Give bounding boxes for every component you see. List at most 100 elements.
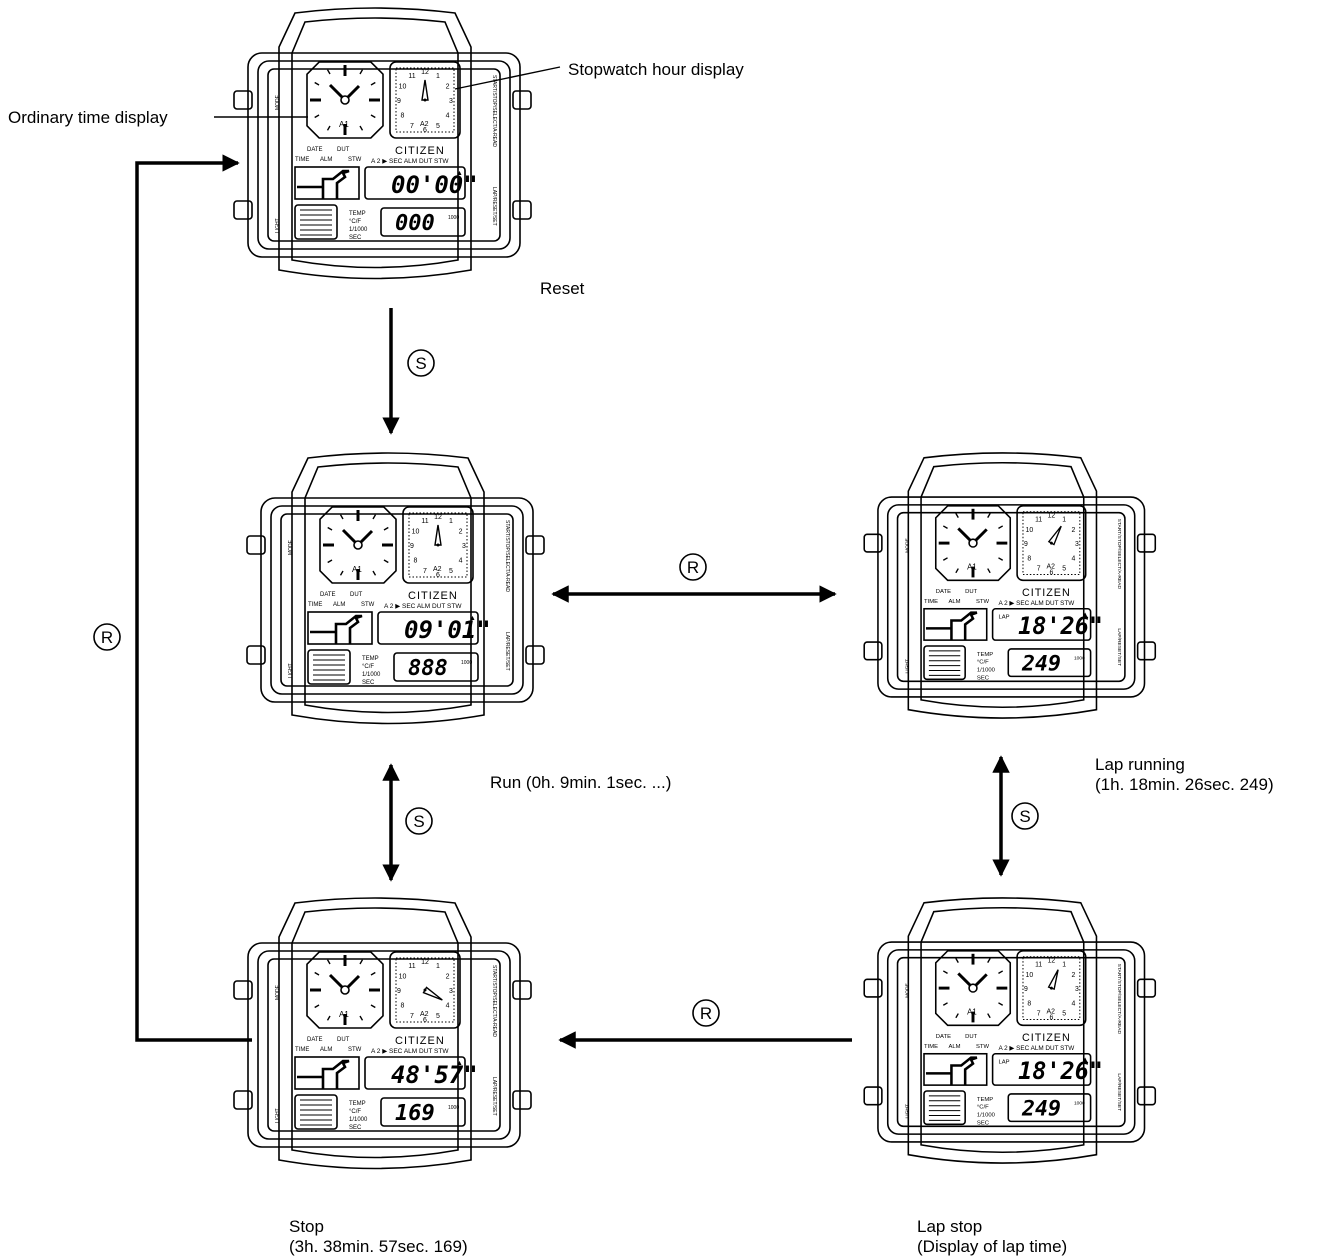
- watch-frame: [257, 60, 511, 250]
- dial-index: [314, 114, 320, 119]
- mode-time-label: TIME: [308, 602, 322, 608]
- dial-number: 4: [1072, 555, 1076, 562]
- side-label-start-stop: START/STOP/SELECT/A-READ: [1116, 964, 1122, 1035]
- s-button-marker-reset-run: S: [407, 349, 435, 377]
- dial-number: 9: [397, 988, 401, 995]
- dial-number: 1: [436, 73, 440, 80]
- ordinary-time-label: Ordinary time display: [8, 108, 168, 127]
- dial-number: 5: [1062, 566, 1066, 573]
- watch-face: [896, 511, 1126, 683]
- graph-window: [294, 166, 360, 200]
- dial-right: [1016, 505, 1087, 582]
- sub-lcd: [380, 1097, 466, 1127]
- lap-stop-caption-1: Lap stop: [917, 1217, 983, 1236]
- dial-number: 3: [449, 988, 453, 995]
- temp-label: °C/F: [977, 1105, 989, 1111]
- sub-lcd-value: 249: [1021, 652, 1061, 677]
- mode-time-label: TIME: [924, 1044, 938, 1050]
- thousandth-mark: 1000: [461, 660, 472, 666]
- speaker: [294, 204, 338, 240]
- side-button: [233, 200, 253, 220]
- dial-index: [987, 958, 991, 963]
- watch-body: [247, 942, 521, 1148]
- temp-label: °C/F: [349, 1109, 361, 1115]
- dial-number: 4: [446, 1003, 450, 1010]
- dial-index: [370, 114, 376, 119]
- sub-lcd: [393, 652, 479, 682]
- dial-index: [326, 69, 331, 75]
- dial-index: [339, 570, 344, 576]
- speaker: [307, 649, 351, 685]
- graph-shape: [925, 611, 978, 641]
- side-label-lap-reset: LAP/RESET/SET: [491, 1077, 497, 1116]
- function-row-label: A 2 ▶ SEC ALM DUT STW: [371, 1048, 449, 1055]
- dial-index: [383, 526, 389, 531]
- dial-number: 9: [1024, 541, 1028, 548]
- s-button-marker-reset-run-ring: [407, 349, 435, 377]
- sub-lcd: [1007, 648, 1092, 678]
- hand-pin: [1049, 986, 1053, 990]
- mode-stw-label: STW: [976, 599, 990, 605]
- watch-case: [907, 452, 1098, 719]
- dial-left: [934, 505, 1012, 582]
- dial-left-label: A1: [967, 563, 977, 572]
- watch-face: [896, 956, 1126, 1128]
- dial-index: [327, 559, 333, 564]
- stopwatch-hour-hand: [421, 79, 429, 101]
- graph-window: [923, 607, 988, 641]
- hand-pin: [968, 538, 978, 548]
- side-label-lap-reset: LAP/RESET/SET: [504, 632, 510, 671]
- dial-right-label: A2: [1047, 564, 1056, 571]
- side-button: [863, 641, 883, 661]
- dial-index: [326, 1015, 331, 1021]
- graph-shape: [297, 169, 350, 199]
- dial-number: 5: [449, 568, 453, 575]
- function-row-label: A 2 ▶ SEC ALM DUT STW: [998, 600, 1074, 607]
- side-label-light: LIGHT: [904, 659, 910, 673]
- side-button: [233, 980, 253, 1000]
- sub-lcd: [1007, 1093, 1092, 1123]
- side-button: [863, 533, 883, 553]
- side-button: [525, 535, 545, 555]
- temp-label: TEMP: [349, 1101, 366, 1107]
- r-button-marker-lapstop-stop-ring: [692, 999, 720, 1027]
- dial-number: 11: [408, 963, 415, 970]
- side-label-mode: MODE: [275, 984, 281, 1000]
- dial-index: [370, 1004, 376, 1009]
- side-label-start-stop: START/STOP/SELECT/A-READ: [1116, 519, 1122, 590]
- sub-lcd-value: 888: [408, 656, 448, 681]
- dial-number: 2: [1072, 972, 1076, 979]
- dial-number: 4: [446, 113, 450, 120]
- mode-date-label: DATE: [320, 592, 336, 598]
- stopwatch-hour-leader: [454, 66, 561, 90]
- dial-index: [987, 1013, 991, 1019]
- hand-pin: [340, 95, 350, 105]
- r-button-marker-run-lap-letter: R: [687, 558, 699, 577]
- watch-case: [278, 897, 472, 1170]
- dial-number: 7: [410, 123, 414, 130]
- r-button-marker-lapstop-stop-letter: R: [700, 1004, 712, 1023]
- stopwatch-hour-hand: [422, 986, 443, 1001]
- watch-face: [267, 68, 501, 242]
- dial-number: 5: [436, 1013, 440, 1020]
- side-label-lap-reset: LAP/RESET/SET: [1116, 628, 1122, 666]
- hand-pin: [1049, 541, 1053, 545]
- dial-number: 1: [1062, 961, 1066, 968]
- stopwatch-hour-hand: [1047, 525, 1062, 546]
- sub-lcd-value: 249: [1021, 1097, 1061, 1122]
- dial-number: 8: [414, 558, 418, 565]
- dial-number: 7: [410, 1013, 414, 1020]
- mode-alm-label: ALM: [949, 599, 961, 605]
- watch-frame: [270, 505, 524, 695]
- dial-right-label: A2: [420, 121, 429, 128]
- dial-left-label: A1: [352, 565, 362, 574]
- s-button-marker-run-stop-ring: [405, 807, 433, 835]
- dial-number: 3: [449, 98, 453, 105]
- side-label-start-stop: START/STOP/SELECT/A-READ: [491, 965, 497, 1037]
- hand-pin: [423, 988, 427, 992]
- dial-number: 1: [436, 963, 440, 970]
- dial-right-label: A2: [433, 566, 442, 573]
- graph-shape: [925, 1056, 978, 1086]
